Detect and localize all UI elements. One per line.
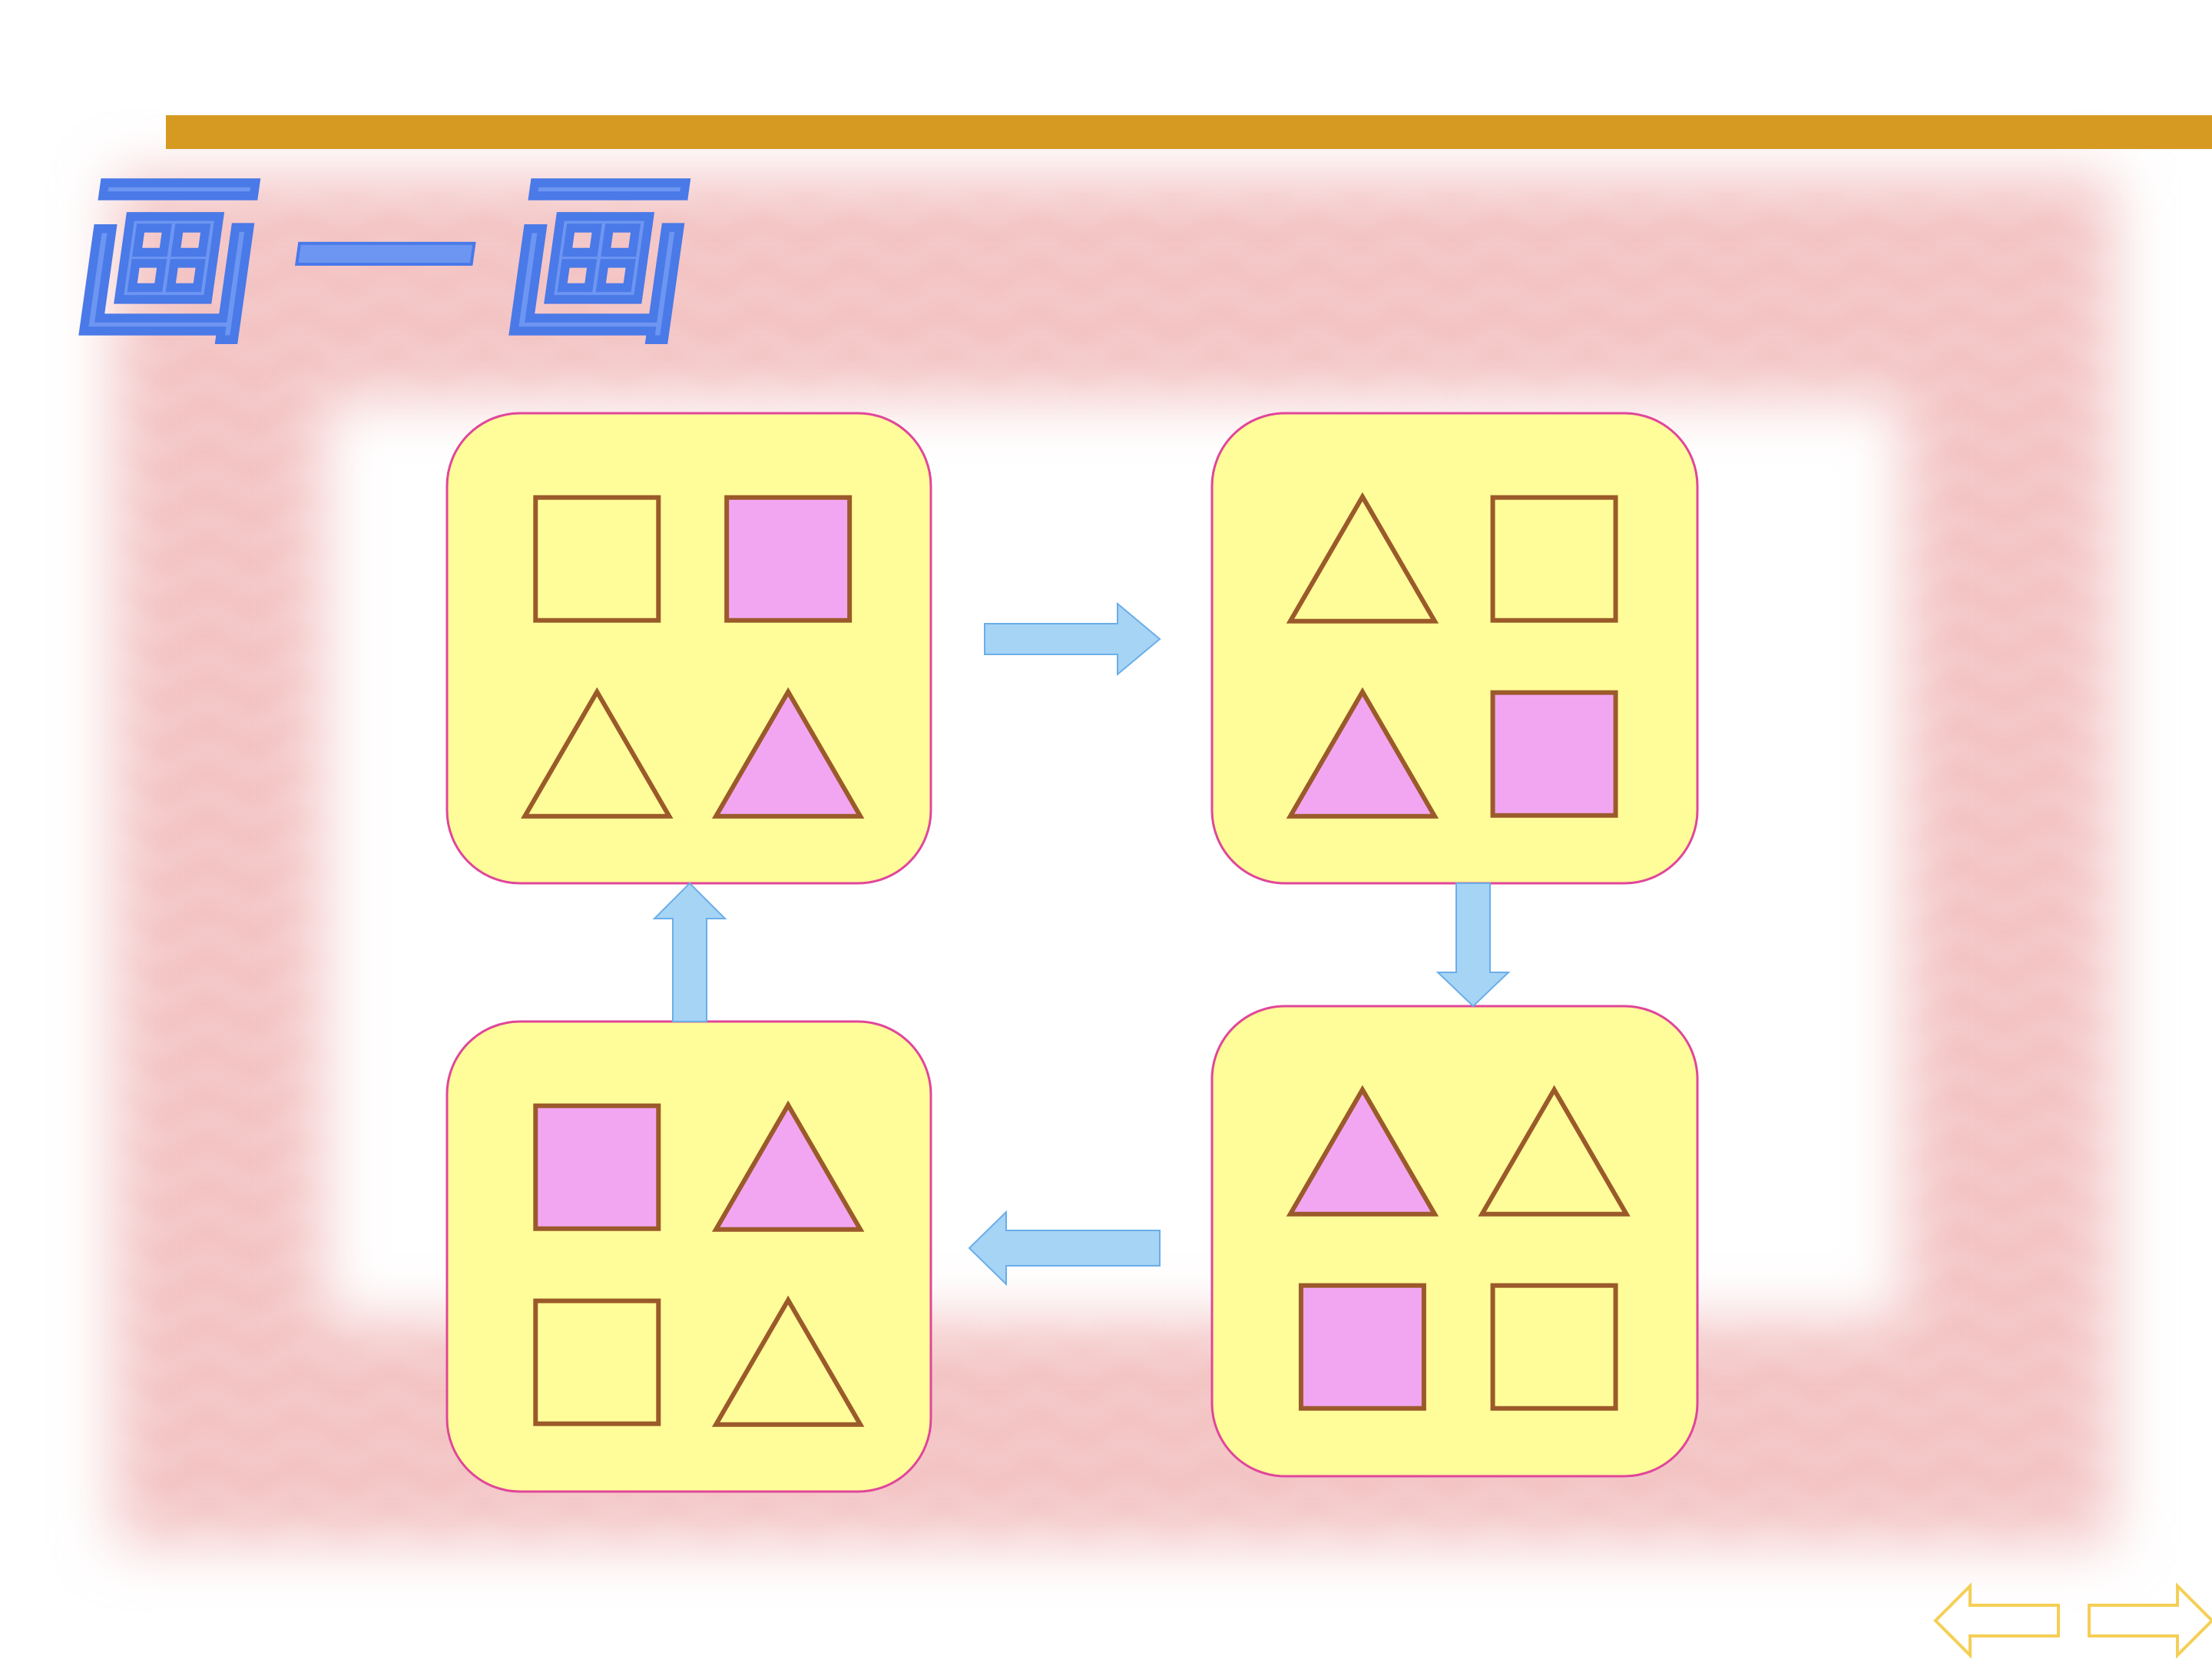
header-bar (166, 115, 2212, 149)
panel-bottom-left (445, 1020, 932, 1493)
yellow-triangle (711, 1295, 865, 1427)
pink-square (1298, 1283, 1426, 1411)
arrow-right-outline-icon[interactable] (2085, 1582, 2212, 1659)
flow-arrow-down (1435, 882, 1511, 1008)
panel-top-right (1210, 412, 1699, 885)
flow-arrow-right (984, 601, 1161, 677)
yellow-square (1490, 495, 1618, 623)
pink-triangle (711, 687, 865, 819)
panel-top-left (445, 412, 932, 885)
flow-arrow-up (652, 882, 727, 1022)
pink-square (1490, 690, 1618, 818)
panel-bottom-right (1210, 1005, 1699, 1478)
yellow-triangle (521, 687, 674, 819)
yellow-square (533, 495, 661, 623)
pink-square (533, 1103, 661, 1231)
card-background (1210, 412, 1699, 885)
yellow-square (533, 1298, 661, 1426)
pink-triangle (711, 1100, 865, 1232)
yellow-square (1490, 1283, 1618, 1411)
pink-square (724, 495, 853, 623)
flow-arrow-left (968, 1210, 1161, 1286)
card-background (1210, 1005, 1699, 1478)
arrow-left-outline-icon[interactable] (1932, 1582, 2062, 1659)
pink-triangle (1286, 687, 1439, 819)
yellow-triangle (1286, 492, 1439, 624)
yellow-triangle (1478, 1084, 1631, 1217)
pink-triangle (1286, 1084, 1439, 1217)
